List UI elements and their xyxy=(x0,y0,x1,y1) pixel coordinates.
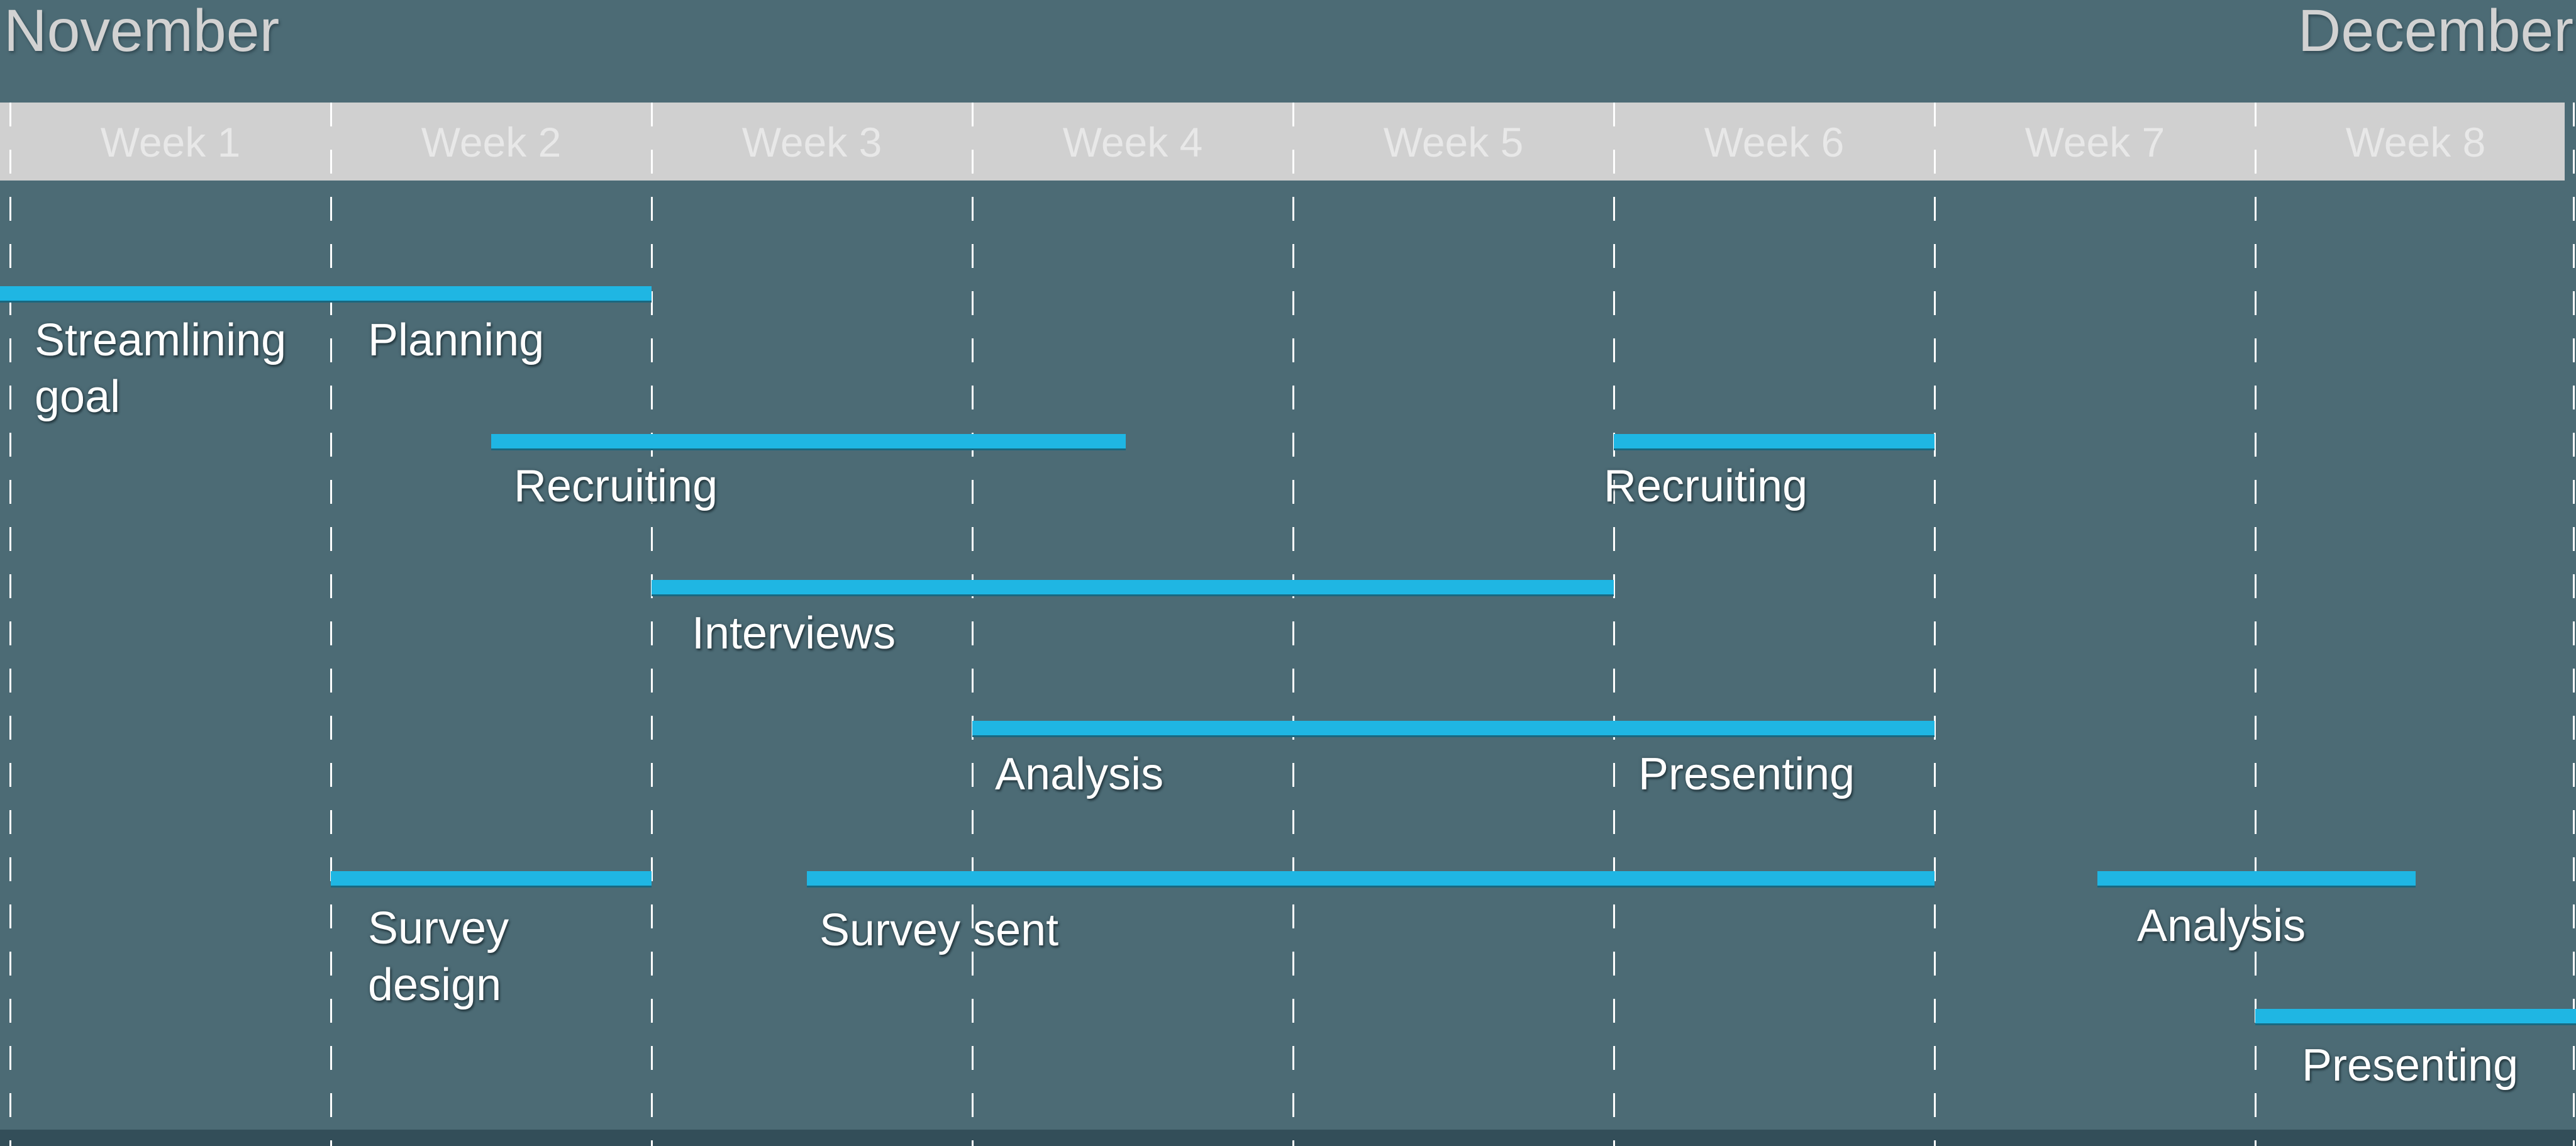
month-label-november: November xyxy=(4,0,280,64)
week-gridline-7 xyxy=(2255,103,2257,1146)
gantt-bar-analysis-survey xyxy=(2097,871,2416,887)
label-planning: Planning xyxy=(368,315,545,365)
week-gridline-4 xyxy=(1292,103,1294,1146)
gantt-bar-analysis-core xyxy=(972,721,1614,737)
label-analysis-core: Analysis xyxy=(995,749,1164,799)
week-label-1: Week 1 xyxy=(100,119,241,165)
week-label-6: Week 6 xyxy=(1704,119,1845,165)
week-gridline-6 xyxy=(1934,103,1936,1146)
week-gridline-3 xyxy=(972,103,974,1146)
week-label-8: Week 8 xyxy=(2345,119,2486,165)
week-label-4: Week 4 xyxy=(1062,119,1203,165)
month-label-december: December xyxy=(2297,0,2573,64)
gantt-bar-planning xyxy=(0,286,652,303)
week-label-2: Week 2 xyxy=(421,119,562,165)
week-label-3: Week 3 xyxy=(741,119,882,165)
gantt-bar-interviews xyxy=(652,580,1614,596)
gantt-bar-presenting-core xyxy=(1614,721,1935,737)
label-recruiting-early: Recruiting xyxy=(514,461,718,511)
label-presenting-survey: Presenting xyxy=(2302,1040,2519,1091)
label-interviews: Interviews xyxy=(692,608,896,659)
week-gridline-2 xyxy=(651,103,653,1146)
week-label-5: Week 5 xyxy=(1383,119,1524,165)
gantt-bar-survey-design xyxy=(331,871,652,887)
week-header-band xyxy=(0,103,2565,181)
gantt-bar-presenting-survey xyxy=(2255,1009,2576,1025)
label-survey-sent: Survey sent xyxy=(819,905,1059,955)
gantt-bar-recruiting-early xyxy=(491,434,1126,450)
footer-strip xyxy=(0,1130,2576,1146)
label-presenting-core: Presenting xyxy=(1638,749,1855,799)
week-gridline-0 xyxy=(9,103,11,1146)
week-gridline-1 xyxy=(330,103,332,1146)
label-analysis-survey: Analysis xyxy=(2137,901,2306,951)
week-gridline-5 xyxy=(1613,103,1615,1146)
gantt-bar-recruiting-late xyxy=(1614,434,1935,450)
label-streamlining-goal: Streamlining goal xyxy=(35,315,287,422)
gantt-bar-survey-sent xyxy=(807,871,1935,887)
label-recruiting-late: Recruiting xyxy=(1604,461,1808,511)
label-survey-design: Survey design xyxy=(368,903,509,1010)
week-label-7: Week 7 xyxy=(2024,119,2165,165)
week-gridline-8 xyxy=(2573,103,2575,1146)
